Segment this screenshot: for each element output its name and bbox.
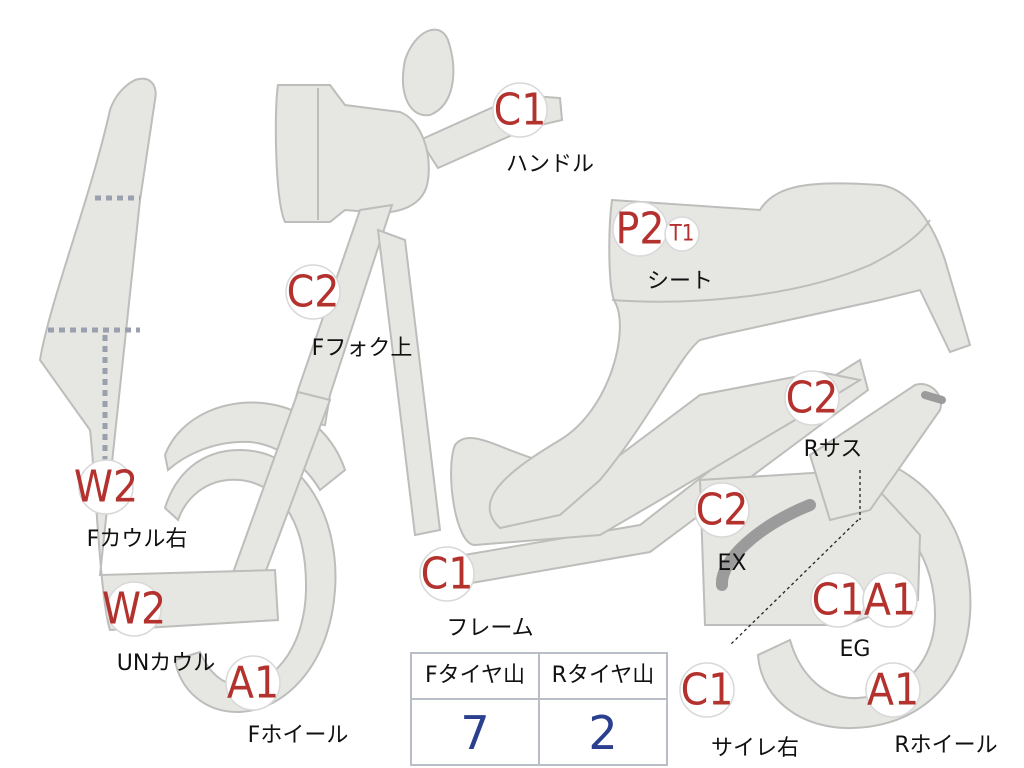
muffler-right-label: サイレ右 — [711, 736, 799, 761]
handle-label: ハンドル — [506, 152, 594, 177]
exhaust-pipe — [716, 499, 816, 591]
scooter-drawing — [38, 28, 972, 730]
engine-badge: C1 A1 — [810, 572, 918, 628]
under-cowl-label: UNカウル — [117, 651, 216, 676]
seat-p-code: P2 — [615, 204, 664, 255]
cowl-right-badge: W2 — [74, 459, 138, 515]
rear-wheel — [756, 453, 972, 730]
fork-label: Fフォク上 — [312, 336, 413, 361]
windshield — [401, 28, 455, 117]
exhaust-badge: C2 — [694, 482, 750, 538]
muffler-right-code: C1 — [681, 665, 734, 716]
headlight — [274, 84, 430, 223]
exhaust-code: C2 — [696, 485, 749, 536]
rear-wheel-code: A1 — [867, 665, 919, 716]
front-wheel-label: Fホイール — [248, 723, 349, 748]
front-tire-header: Fタイヤ山 — [412, 654, 540, 700]
seat-badge: P2 T1 — [612, 201, 700, 257]
fork-code: C2 — [287, 267, 340, 318]
handle-code: C1 — [494, 85, 547, 136]
rear-sus-code: C2 — [786, 373, 839, 424]
frame-label: フレーム — [446, 616, 533, 641]
handle-badge: C1 — [492, 82, 548, 138]
frame-code: C1 — [421, 549, 474, 600]
front-tire-value: 7 — [412, 700, 540, 766]
seat-body — [488, 182, 972, 530]
cowl-dotted-line-2 — [48, 327, 140, 470]
rear-tire-value: 2 — [588, 706, 618, 760]
engine-c-code: C1 — [812, 575, 865, 626]
frame-badge: C1 — [419, 546, 475, 602]
cowl-right-label: Fカウル右 — [87, 527, 188, 552]
cowl-right-code: W2 — [74, 462, 138, 513]
muffler-right-badge: C1 — [679, 662, 735, 718]
rear-wheel-label: Rホイール — [894, 733, 997, 758]
under-cowl-code: W2 — [102, 584, 166, 635]
rear-sus-badge: C2 — [784, 370, 840, 426]
exhaust-label: EX — [718, 551, 747, 576]
rear-tire-header: Rタイヤ山 — [540, 654, 666, 700]
tire-tread-table: Fタイヤ山 Rタイヤ山 7 2 — [410, 652, 668, 766]
frame-tube — [376, 228, 442, 537]
engine-label: EG — [840, 637, 871, 662]
rear-sus-label: Rサス — [804, 437, 863, 462]
front-fork — [288, 203, 394, 427]
engine-a-code: A1 — [864, 575, 916, 626]
front-wheel-code: A1 — [227, 658, 279, 709]
seat-t-code: T1 — [669, 222, 695, 247]
rear-shock — [808, 383, 942, 522]
seat-label: シート — [647, 269, 713, 294]
front-wheel-badge: A1 — [225, 655, 281, 711]
fork-badge: C2 — [285, 264, 341, 320]
under-cowl-badge: W2 — [102, 581, 166, 637]
rear-wheel-badge: A1 — [865, 662, 921, 718]
